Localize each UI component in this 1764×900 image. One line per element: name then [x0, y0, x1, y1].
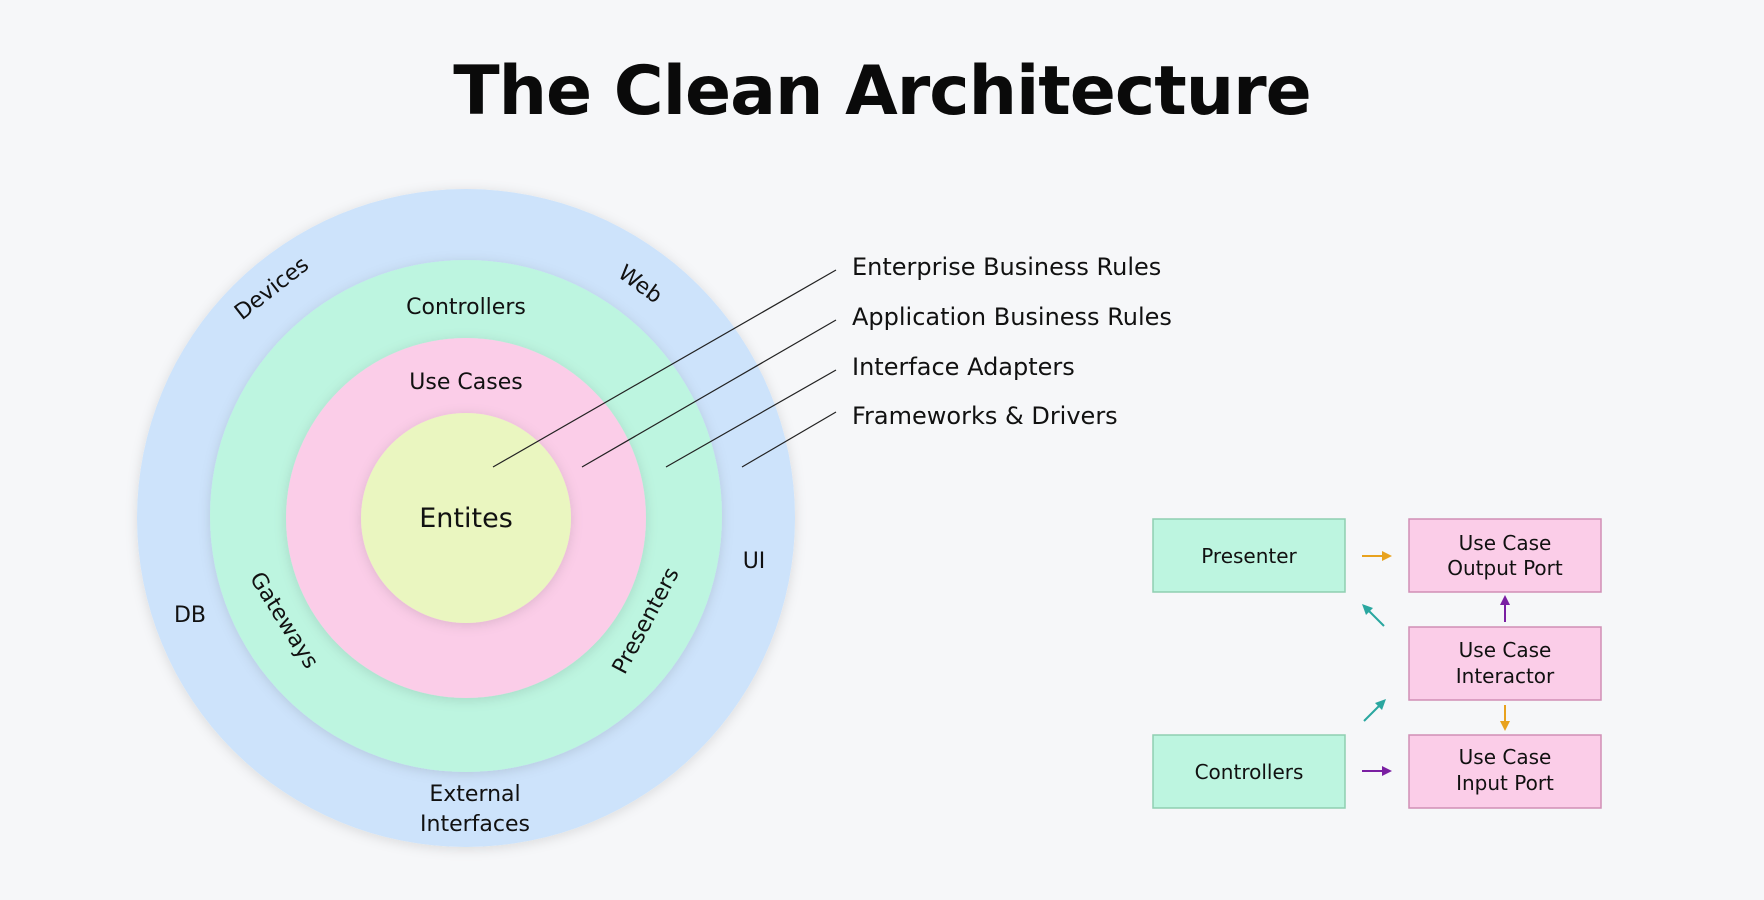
db-label: DB — [174, 603, 206, 628]
leader-line-interface — [665, 369, 837, 468]
legend-enterprise-business-rules: Enterprise Business Rules — [852, 253, 1161, 281]
output-port-label-line2: Output Port — [1447, 556, 1563, 580]
leader-line-frameworks — [741, 411, 837, 468]
entities-label: Entites — [419, 503, 513, 534]
use-case-output-port-box — [1408, 518, 1602, 593]
presenter-box-label: Presenter — [1201, 544, 1297, 568]
use-case-interactor-box — [1408, 626, 1602, 701]
arrow-controllers-to-input-port — [1362, 766, 1392, 776]
controllers-box — [1152, 734, 1346, 809]
legend-frameworks-drivers: Frameworks & Drivers — [852, 402, 1118, 430]
leader-line-application — [581, 319, 837, 468]
arrow-presenter-to-output-port — [1362, 551, 1392, 561]
external-interfaces-label-line1: External — [429, 782, 520, 807]
external-interfaces-label-line2: Interfaces — [420, 812, 530, 837]
interactor-label-line1: Use Case — [1459, 638, 1552, 662]
leader-line-enterprise — [492, 269, 837, 468]
legend-application-business-rules: Application Business Rules — [852, 303, 1172, 331]
use-case-input-port-box — [1408, 734, 1602, 809]
controllers-box-label: Controllers — [1195, 760, 1304, 784]
arrow-teal-to-interactor — [1363, 699, 1386, 722]
presenter-box — [1152, 518, 1346, 593]
controllers-label: Controllers — [406, 295, 526, 320]
use-cases-label: Use Cases — [409, 370, 522, 395]
interactor-label-line2: Interactor — [1456, 664, 1555, 688]
input-port-label-line2: Input Port — [1456, 771, 1554, 795]
arrow-interactor-to-output-port — [1500, 595, 1510, 622]
input-port-label-line1: Use Case — [1459, 745, 1552, 769]
output-port-label-line1: Use Case — [1459, 531, 1552, 555]
arrow-teal-to-presenter — [1362, 604, 1385, 627]
page-title: The Clean Architecture — [453, 52, 1312, 131]
arrow-interactor-to-input-port — [1500, 705, 1510, 731]
ui-label: UI — [743, 549, 766, 574]
legend-interface-adapters: Interface Adapters — [852, 353, 1075, 381]
entities-core — [361, 413, 571, 623]
